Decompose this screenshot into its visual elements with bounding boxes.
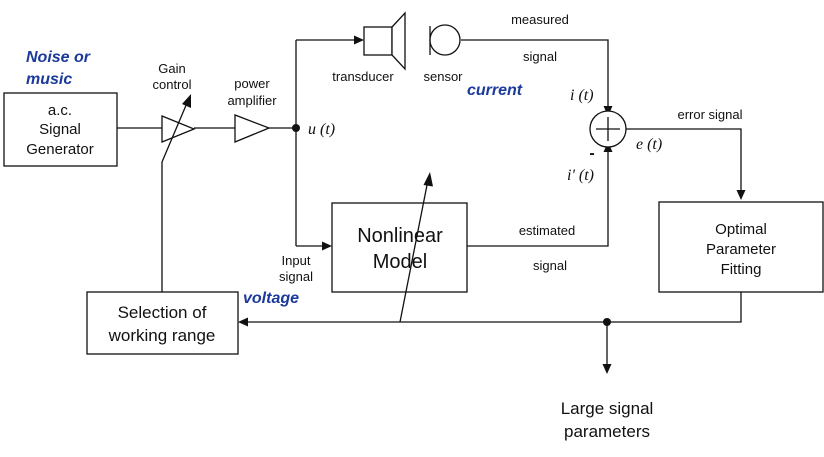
summing-junction-icon xyxy=(589,110,627,148)
working-range-line1: Selection of xyxy=(118,303,207,322)
signal-generator-line2: Signal xyxy=(39,121,81,138)
model-adjust-arrow-icon xyxy=(423,172,433,187)
parameter-fitting-block[interactable]: Optimal Parameter Fitting xyxy=(658,201,824,293)
power-amplifier-label-line2: amplifier xyxy=(227,93,277,108)
noise-annotation-line2: music xyxy=(26,71,72,88)
sensor-label: sensor xyxy=(423,69,463,84)
arrowhead-model xyxy=(322,241,332,251)
signal-e-t: e (t) xyxy=(636,136,662,153)
parameter-fitting-line2: Parameter xyxy=(706,241,776,258)
voltage-annotation: voltage xyxy=(243,290,299,307)
amplifier-triangle-icon xyxy=(234,114,271,143)
input-signal-label-line1: Input xyxy=(282,253,311,268)
minus-sign: - xyxy=(589,145,594,162)
arrowhead-transducer xyxy=(354,35,364,45)
signal-u-t: u (t) xyxy=(308,121,335,138)
model-adjust-line xyxy=(399,179,429,323)
estimated-signal-label-line1: estimated xyxy=(519,223,575,238)
wire-error-signal xyxy=(626,128,742,192)
working-range-line2: working range xyxy=(108,326,216,345)
input-signal-label-line2: signal xyxy=(279,269,313,284)
variable-amplifier-icon[interactable] xyxy=(161,94,196,163)
nonlinear-model-line2: Model xyxy=(373,251,427,273)
signal-i-prime-t: i' (t) xyxy=(567,167,594,184)
parameter-fitting-line1: Optimal xyxy=(715,221,767,238)
loudspeaker-icon xyxy=(363,11,406,71)
measured-signal-label-line2: signal xyxy=(523,49,557,64)
arrowhead-error xyxy=(736,190,746,200)
current-annotation: current xyxy=(467,82,523,99)
gain-control-label-line2: control xyxy=(152,77,191,92)
wire-feedback-bus xyxy=(246,292,742,323)
power-amplifier-label-line1: power xyxy=(234,76,270,91)
output-label-line2: parameters xyxy=(564,422,650,441)
signal-generator-block[interactable]: a.c. Signal Generator xyxy=(3,92,118,167)
noise-annotation-line1: Noise or xyxy=(26,49,91,66)
junction-node-u xyxy=(292,124,300,132)
signal-generator-line1: a.c. xyxy=(48,102,72,119)
gain-control-label-line1: Gain xyxy=(158,61,185,76)
wire-estimated-signal xyxy=(467,150,609,247)
microphone-icon xyxy=(429,24,461,56)
estimated-signal-label-line2: signal xyxy=(533,258,567,273)
error-signal-label: error signal xyxy=(677,107,742,122)
arrowhead-output xyxy=(602,364,612,374)
signal-i-t: i (t) xyxy=(570,87,594,104)
arrowhead-working-range xyxy=(238,317,248,327)
measured-signal-label-line1: measured xyxy=(511,12,569,27)
transducer-label: transducer xyxy=(332,69,394,84)
parameter-fitting-line3: Fitting xyxy=(721,261,762,278)
signal-generator-line3: Generator xyxy=(26,141,94,158)
nonlinear-model-line1: Nonlinear xyxy=(357,225,443,247)
working-range-block[interactable]: Selection of working range xyxy=(86,291,239,355)
output-label-line1: Large signal xyxy=(561,399,654,418)
wire-measured-signal xyxy=(461,39,609,108)
nonlinear-model-block[interactable]: Nonlinear Model xyxy=(331,202,468,293)
